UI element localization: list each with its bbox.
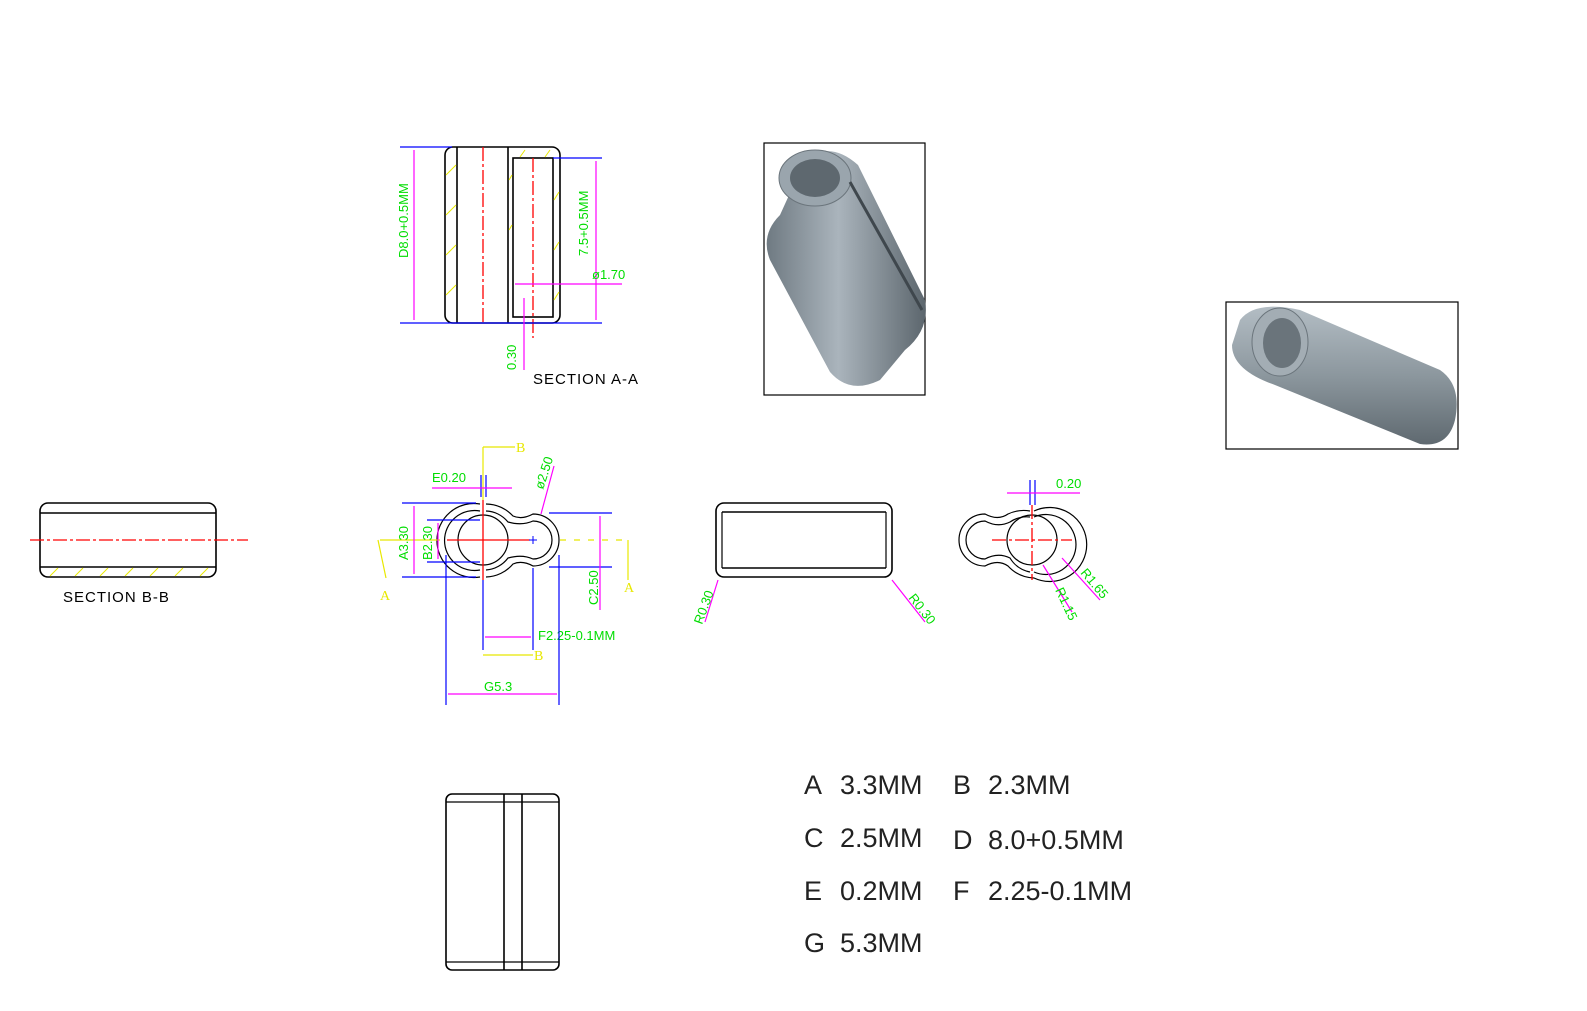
spec-b: B 2.3MM [953,770,1071,800]
radius-right-label: R0.30 [906,591,939,628]
r-inner-label: R1.15 [1052,585,1080,623]
svg-text:2.25-0.1MM: 2.25-0.1MM [988,876,1132,906]
svg-text:A: A [804,770,822,800]
section-bb-view: SECTION B-B [30,502,248,606]
svg-text:F: F [953,876,970,906]
section-aa-view: D8.0+0.5MM 7.5+0.5MM ø1.70 0.30 SECTION … [396,146,639,388]
svg-text:2.3MM: 2.3MM [988,770,1071,800]
cut-a-left: A [380,589,391,604]
end-view: 0.20 R1.15 R1.65 [958,476,1112,623]
svg-text:3.3MM: 3.3MM [840,770,923,800]
dim-g-label: G5.3 [484,679,512,694]
svg-text:D: D [953,825,973,855]
section-bb-title: SECTION B-B [63,589,170,606]
cut-a-right: A [624,581,635,596]
bottom-view [445,793,560,971]
radius-left-label: R0.30 [691,588,717,626]
isometric-render-2 [1225,301,1459,450]
end-gap-label: 0.20 [1056,476,1081,491]
cut-b-top: B [516,441,525,456]
svg-text:2.5MM: 2.5MM [840,823,923,853]
svg-text:E: E [804,876,822,906]
spec-table: A 3.3MM B 2.3MM C 2.5MM D 8.0+0.5MM E 0.2MM F… [804,770,1132,958]
svg-text:B: B [953,770,971,800]
r-outer-label: R1.65 [1078,565,1112,601]
spec-f: F 2.25-0.1MM [953,876,1132,906]
spec-a: A 3.3MM [804,770,923,800]
spec-g: G 5.3MM [804,928,923,958]
svg-text:5.3MM: 5.3MM [840,928,923,958]
dim-wall-label: 0.30 [504,345,519,370]
dim-f-label: F2.25-0.1MM [538,628,615,643]
side-view: R0.30 R0.30 [691,502,939,628]
isometric-render-1 [763,142,926,396]
svg-text:8.0+0.5MM: 8.0+0.5MM [988,825,1124,855]
svg-text:0.2MM: 0.2MM [840,876,923,906]
dim-bore-label: ø1.70 [592,267,625,282]
cut-b-bottom: B [534,649,543,664]
front-view: A A B B E0.20 ø2.50 A3.30 B2.30 C2.50 F2… [377,441,635,705]
dim-d-label: D8.0+0.5MM [396,183,411,258]
dim-e-label: E0.20 [432,470,466,485]
svg-text:C: C [804,823,824,853]
dim-c-label: C2.50 [586,570,601,605]
svg-text:G: G [804,928,825,958]
spec-e: E 0.2MM [804,876,923,906]
dim-length-label: 7.5+0.5MM [576,191,591,256]
dim-a-label: A3.30 [396,526,411,560]
section-aa-title: SECTION A-A [533,371,639,388]
spec-c: C 2.5MM [804,823,923,853]
spec-d: D 8.0+0.5MM [953,825,1124,855]
dim-b-label: B2.30 [420,526,435,560]
